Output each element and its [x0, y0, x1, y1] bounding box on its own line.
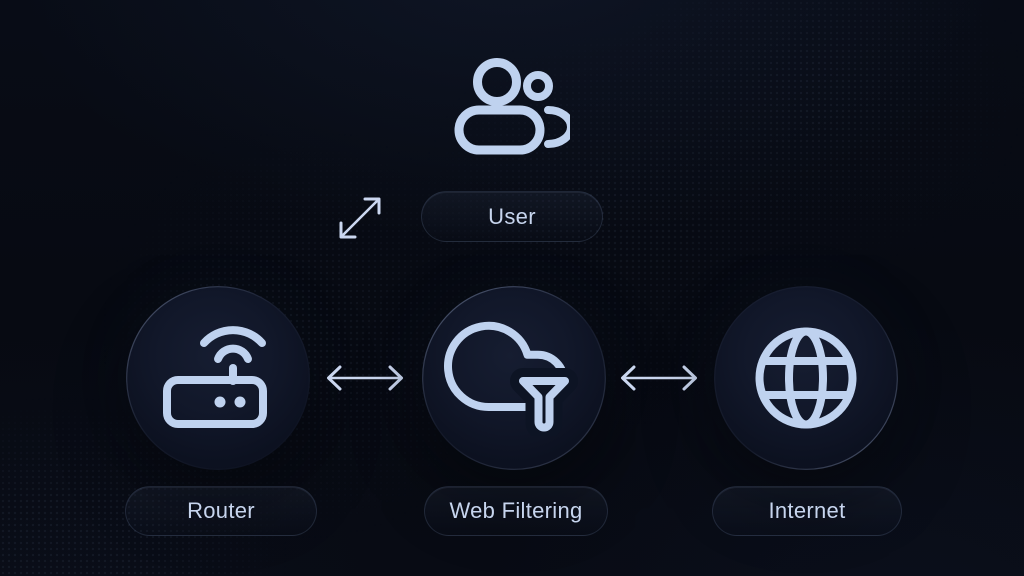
- webfiltering-internet-arrow: [621, 365, 697, 391]
- internet-label-pill: Internet: [712, 486, 902, 536]
- node-internet: [714, 286, 898, 470]
- router-webfiltering-arrow: [327, 365, 403, 391]
- globe-icon: [755, 327, 857, 429]
- router-label: Router: [187, 498, 255, 523]
- user-router-arrow: [339, 197, 381, 239]
- web-filtering-node-ring: [422, 286, 606, 470]
- user-label: User: [488, 203, 536, 229]
- web-filtering-label-pill: Web Filtering: [424, 486, 608, 536]
- users-icon: [454, 58, 570, 155]
- user-label-pill: User: [421, 191, 603, 242]
- cloud-filter-icon: [444, 321, 578, 436]
- internet-label: Internet: [768, 498, 846, 523]
- internet-node-ring: [714, 286, 898, 470]
- web-filtering-label: Web Filtering: [449, 498, 583, 523]
- router-label-pill: Router: [125, 486, 317, 536]
- wifi-router-icon: [163, 326, 267, 428]
- router-node-ring: [126, 286, 310, 470]
